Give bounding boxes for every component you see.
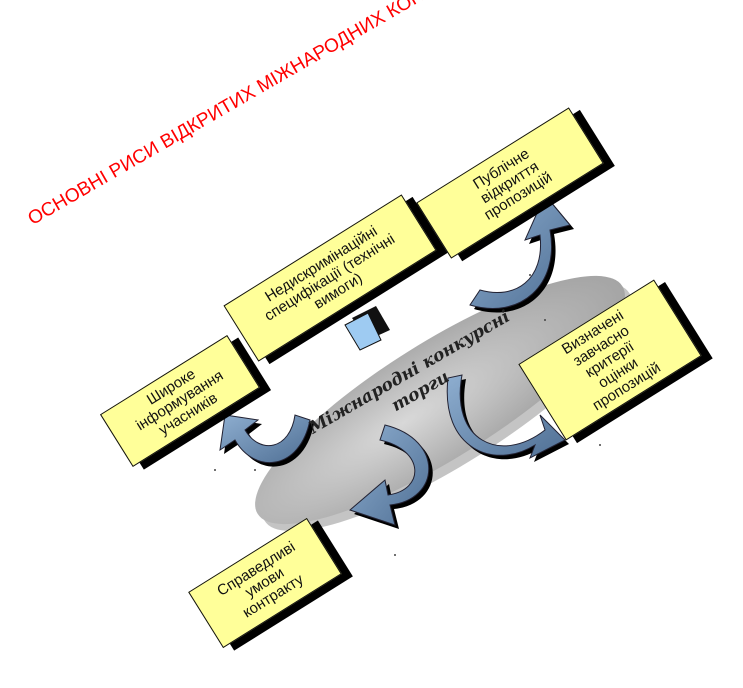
center-ellipse xyxy=(255,275,632,532)
small-up-arrow xyxy=(344,306,390,351)
curved-arrow-left xyxy=(219,414,314,467)
speckles xyxy=(214,274,601,556)
curved-arrow-top-right xyxy=(469,194,574,313)
curved-arrow-right xyxy=(446,374,569,462)
curved-arrow-bottom xyxy=(349,424,433,529)
